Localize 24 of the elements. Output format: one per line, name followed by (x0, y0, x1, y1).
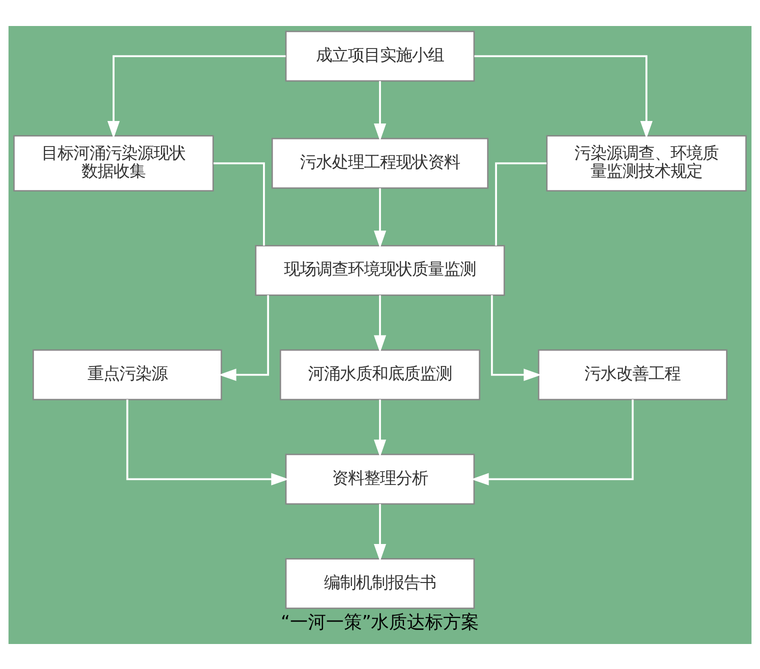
arrow (107, 54, 286, 138)
node-box: 河涌水质和底质监测 (280, 348, 480, 400)
node-box: 资料整理分析 (285, 453, 475, 504)
arrow (374, 188, 386, 248)
connector (495, 162, 547, 246)
node-box: 污染源调查、环境质量监测技术规定 (546, 134, 747, 191)
arrow (374, 399, 386, 457)
connector (213, 162, 265, 246)
arrow (126, 399, 289, 485)
arrow (474, 54, 653, 138)
node-box: 污水处理工程现状资料 (272, 137, 488, 188)
caption: “一河一策”水质达标方案 (280, 612, 480, 633)
arrow (490, 294, 542, 380)
node-box: 目标河涌污染源现状数据收集 (13, 134, 214, 191)
node-box: 成立项目实施小组 (285, 30, 475, 82)
node-box: 污水改善工程 (538, 348, 728, 400)
arrow (218, 294, 270, 380)
node-box: 现场调查环境现状质量监测 (255, 244, 505, 296)
node-box: 编制机制报告书 (285, 558, 475, 608)
arrow (374, 80, 386, 141)
arrow (374, 503, 386, 562)
arrow (471, 399, 634, 485)
node-box: 重点污染源 (32, 348, 222, 400)
arrow (374, 294, 386, 352)
